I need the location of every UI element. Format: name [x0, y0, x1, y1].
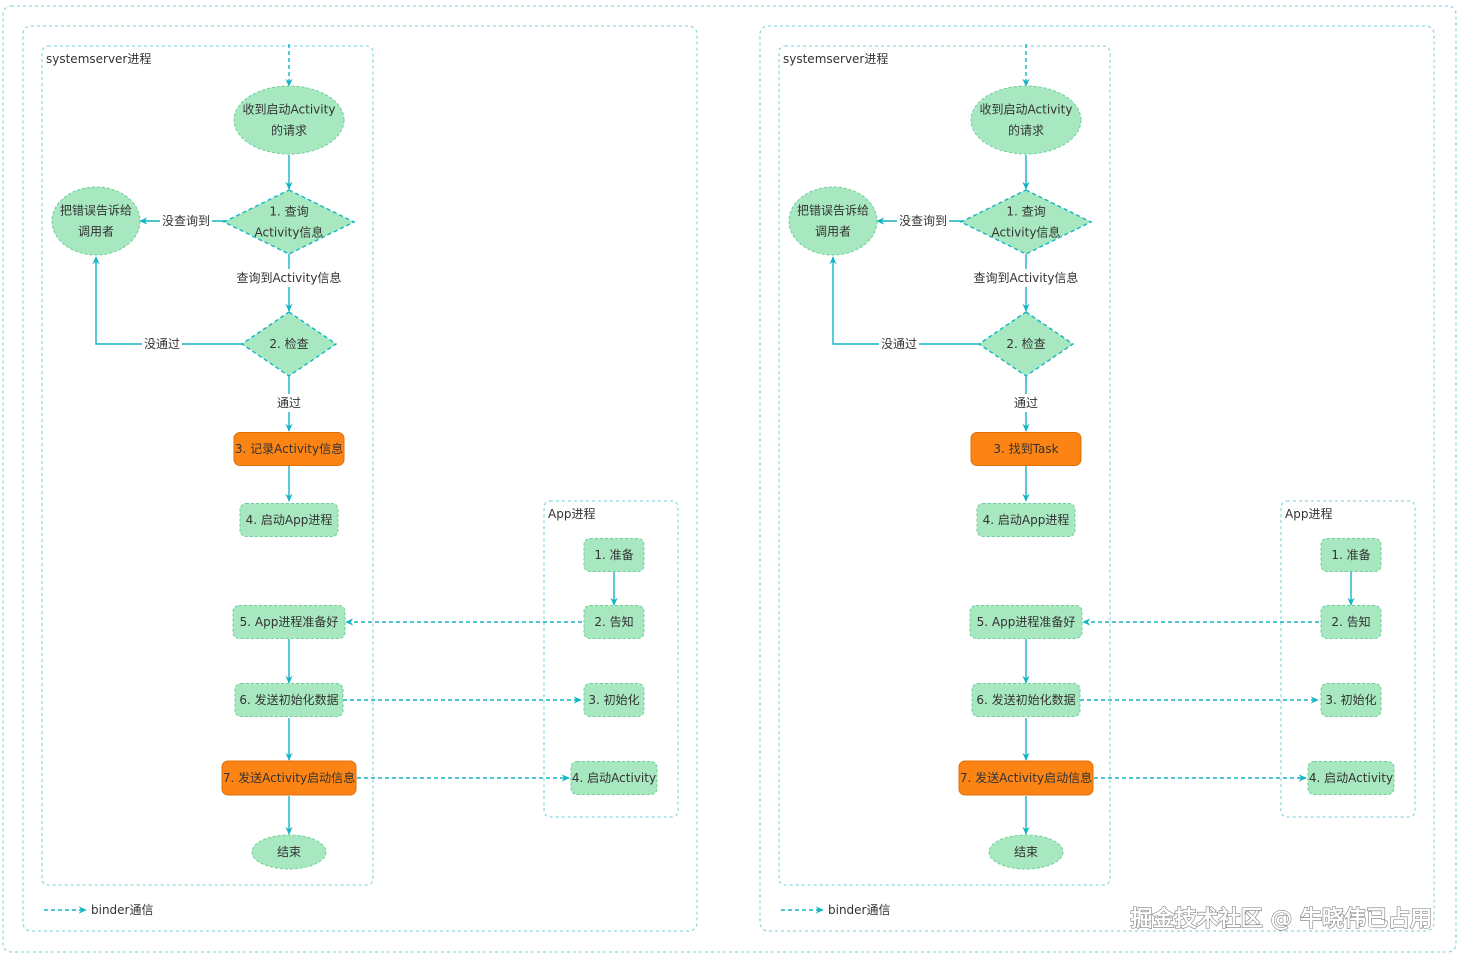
app-process-frame: [543, 500, 679, 818]
node-check-text: 2. 检查: [269, 336, 308, 351]
panel-frame: [759, 25, 1435, 932]
node-step7-text: 7. 发送Activity启动信息: [223, 770, 355, 785]
node-end-text: 结束: [1014, 845, 1038, 859]
label-found: 查询到Activity信息: [974, 270, 1079, 285]
node-receive-request-text: 收到启动Activity: [243, 103, 336, 117]
node-end: [988, 834, 1064, 870]
node-end: [251, 834, 327, 870]
node-check: [240, 311, 338, 377]
label-failed-bg: [878, 335, 920, 353]
app-process-frame: [1280, 500, 1416, 818]
node-step6: [234, 683, 344, 717]
node-app-init-text: 3. 初始化: [1325, 693, 1376, 707]
node-app-notify: [1320, 605, 1382, 639]
label-not-found-bg: [896, 212, 950, 230]
node-app-launch-activity: [570, 761, 658, 795]
panel-1: systemserver进程 App进程 没查询到查询到Activity信息没通过通…: [22, 25, 698, 932]
node-app-init: [583, 683, 645, 717]
node-report-error: [788, 186, 878, 256]
label-passed-bg: [1011, 394, 1041, 412]
node-step3-text: 3. 记录Activity信息: [235, 441, 343, 456]
node-app-launch-activity: [1307, 761, 1395, 795]
node-end-text: 结束: [277, 845, 301, 859]
app-process-label: App进程: [1285, 506, 1332, 521]
label-found-bg: [234, 269, 344, 287]
label-failed-bg: [141, 335, 183, 353]
node-step6-text: 6. 发送初始化数据: [239, 692, 338, 707]
app-process-label: App进程: [548, 506, 595, 521]
node-step5: [232, 605, 346, 639]
node-query-activity: [959, 189, 1093, 255]
node-step4: [976, 503, 1076, 537]
node-app-prepare: [1320, 538, 1382, 572]
systemserver-label: systemserver进程: [783, 51, 888, 66]
node-query-activity: [222, 189, 356, 255]
node-step4-text: 4. 启动App进程: [983, 512, 1070, 527]
panel-2: systemserver进程 App进程 没查询到查询到Activity信息没通过通…: [759, 25, 1435, 932]
node-report-error-text: 调用者: [78, 225, 114, 239]
label-passed: 通过: [277, 396, 301, 410]
legend-binder-label: binder通信: [828, 903, 891, 917]
node-step7: [958, 760, 1094, 796]
node-step3-text: 3. 找到Task: [993, 442, 1058, 456]
label-failed: 没通过: [144, 336, 180, 351]
node-receive-request: [970, 85, 1082, 155]
node-step6-text: 6. 发送初始化数据: [976, 692, 1075, 707]
label-not-found: 没查询到: [899, 213, 947, 228]
node-receive-request: [233, 85, 345, 155]
node-receive-request-text: 的请求: [1008, 123, 1044, 138]
label-not-found: 没查询到: [162, 213, 210, 228]
node-step7: [221, 760, 357, 796]
node-step4: [239, 503, 339, 537]
label-not-found-bg: [159, 212, 213, 230]
outer-frame: [2, 5, 1457, 953]
label-passed-bg: [274, 394, 304, 412]
node-report-error-text: 调用者: [815, 225, 851, 239]
watermark: 掘金技术社区 @ 牛晓伟已占用: [1131, 906, 1432, 932]
label-found-bg: [971, 269, 1081, 287]
node-app-launch-activity-text: 4. 启动Activity: [1309, 771, 1393, 785]
node-step6: [971, 683, 1081, 717]
legend-binder-label: binder通信: [91, 903, 154, 917]
node-step3: [970, 432, 1082, 466]
node-step5-text: 5. App进程准备好: [240, 614, 339, 629]
node-report-error: [51, 186, 141, 256]
panel-frame: [22, 25, 698, 932]
node-receive-request-text: 的请求: [271, 123, 307, 138]
node-query-activity-text: 1. 查询: [1006, 205, 1045, 219]
node-check: [977, 311, 1075, 377]
node-report-error-text: 把错误告诉给: [60, 204, 132, 218]
node-app-notify: [583, 605, 645, 639]
edge-failed: [92, 256, 242, 345]
node-app-launch-activity-text: 4. 启动Activity: [572, 771, 656, 785]
node-app-init-text: 3. 初始化: [588, 693, 639, 707]
node-app-prepare: [583, 538, 645, 572]
label-found: 查询到Activity信息: [237, 270, 342, 285]
node-step4-text: 4. 启动App进程: [246, 512, 333, 527]
node-app-prepare-text: 1. 准备: [594, 548, 633, 562]
label-failed: 没通过: [881, 336, 917, 351]
node-step7-text: 7. 发送Activity启动信息: [960, 770, 1092, 785]
node-receive-request-text: 收到启动Activity: [980, 103, 1073, 117]
node-check-text: 2. 检查: [1006, 336, 1045, 351]
label-passed: 通过: [1014, 396, 1038, 410]
edge-failed: [829, 256, 979, 345]
systemserver-label: systemserver进程: [46, 51, 151, 66]
node-step5: [969, 605, 1083, 639]
node-report-error-text: 把错误告诉给: [797, 204, 869, 218]
node-query-activity-text: Activity信息: [992, 225, 1061, 240]
node-query-activity-text: Activity信息: [255, 225, 324, 240]
node-app-prepare-text: 1. 准备: [1331, 548, 1370, 562]
node-step5-text: 5. App进程准备好: [977, 614, 1076, 629]
node-app-notify-text: 2. 告知: [1331, 615, 1370, 629]
node-app-init: [1320, 683, 1382, 717]
node-query-activity-text: 1. 查询: [269, 205, 308, 219]
node-app-notify-text: 2. 告知: [594, 615, 633, 629]
node-step3: [233, 432, 345, 466]
